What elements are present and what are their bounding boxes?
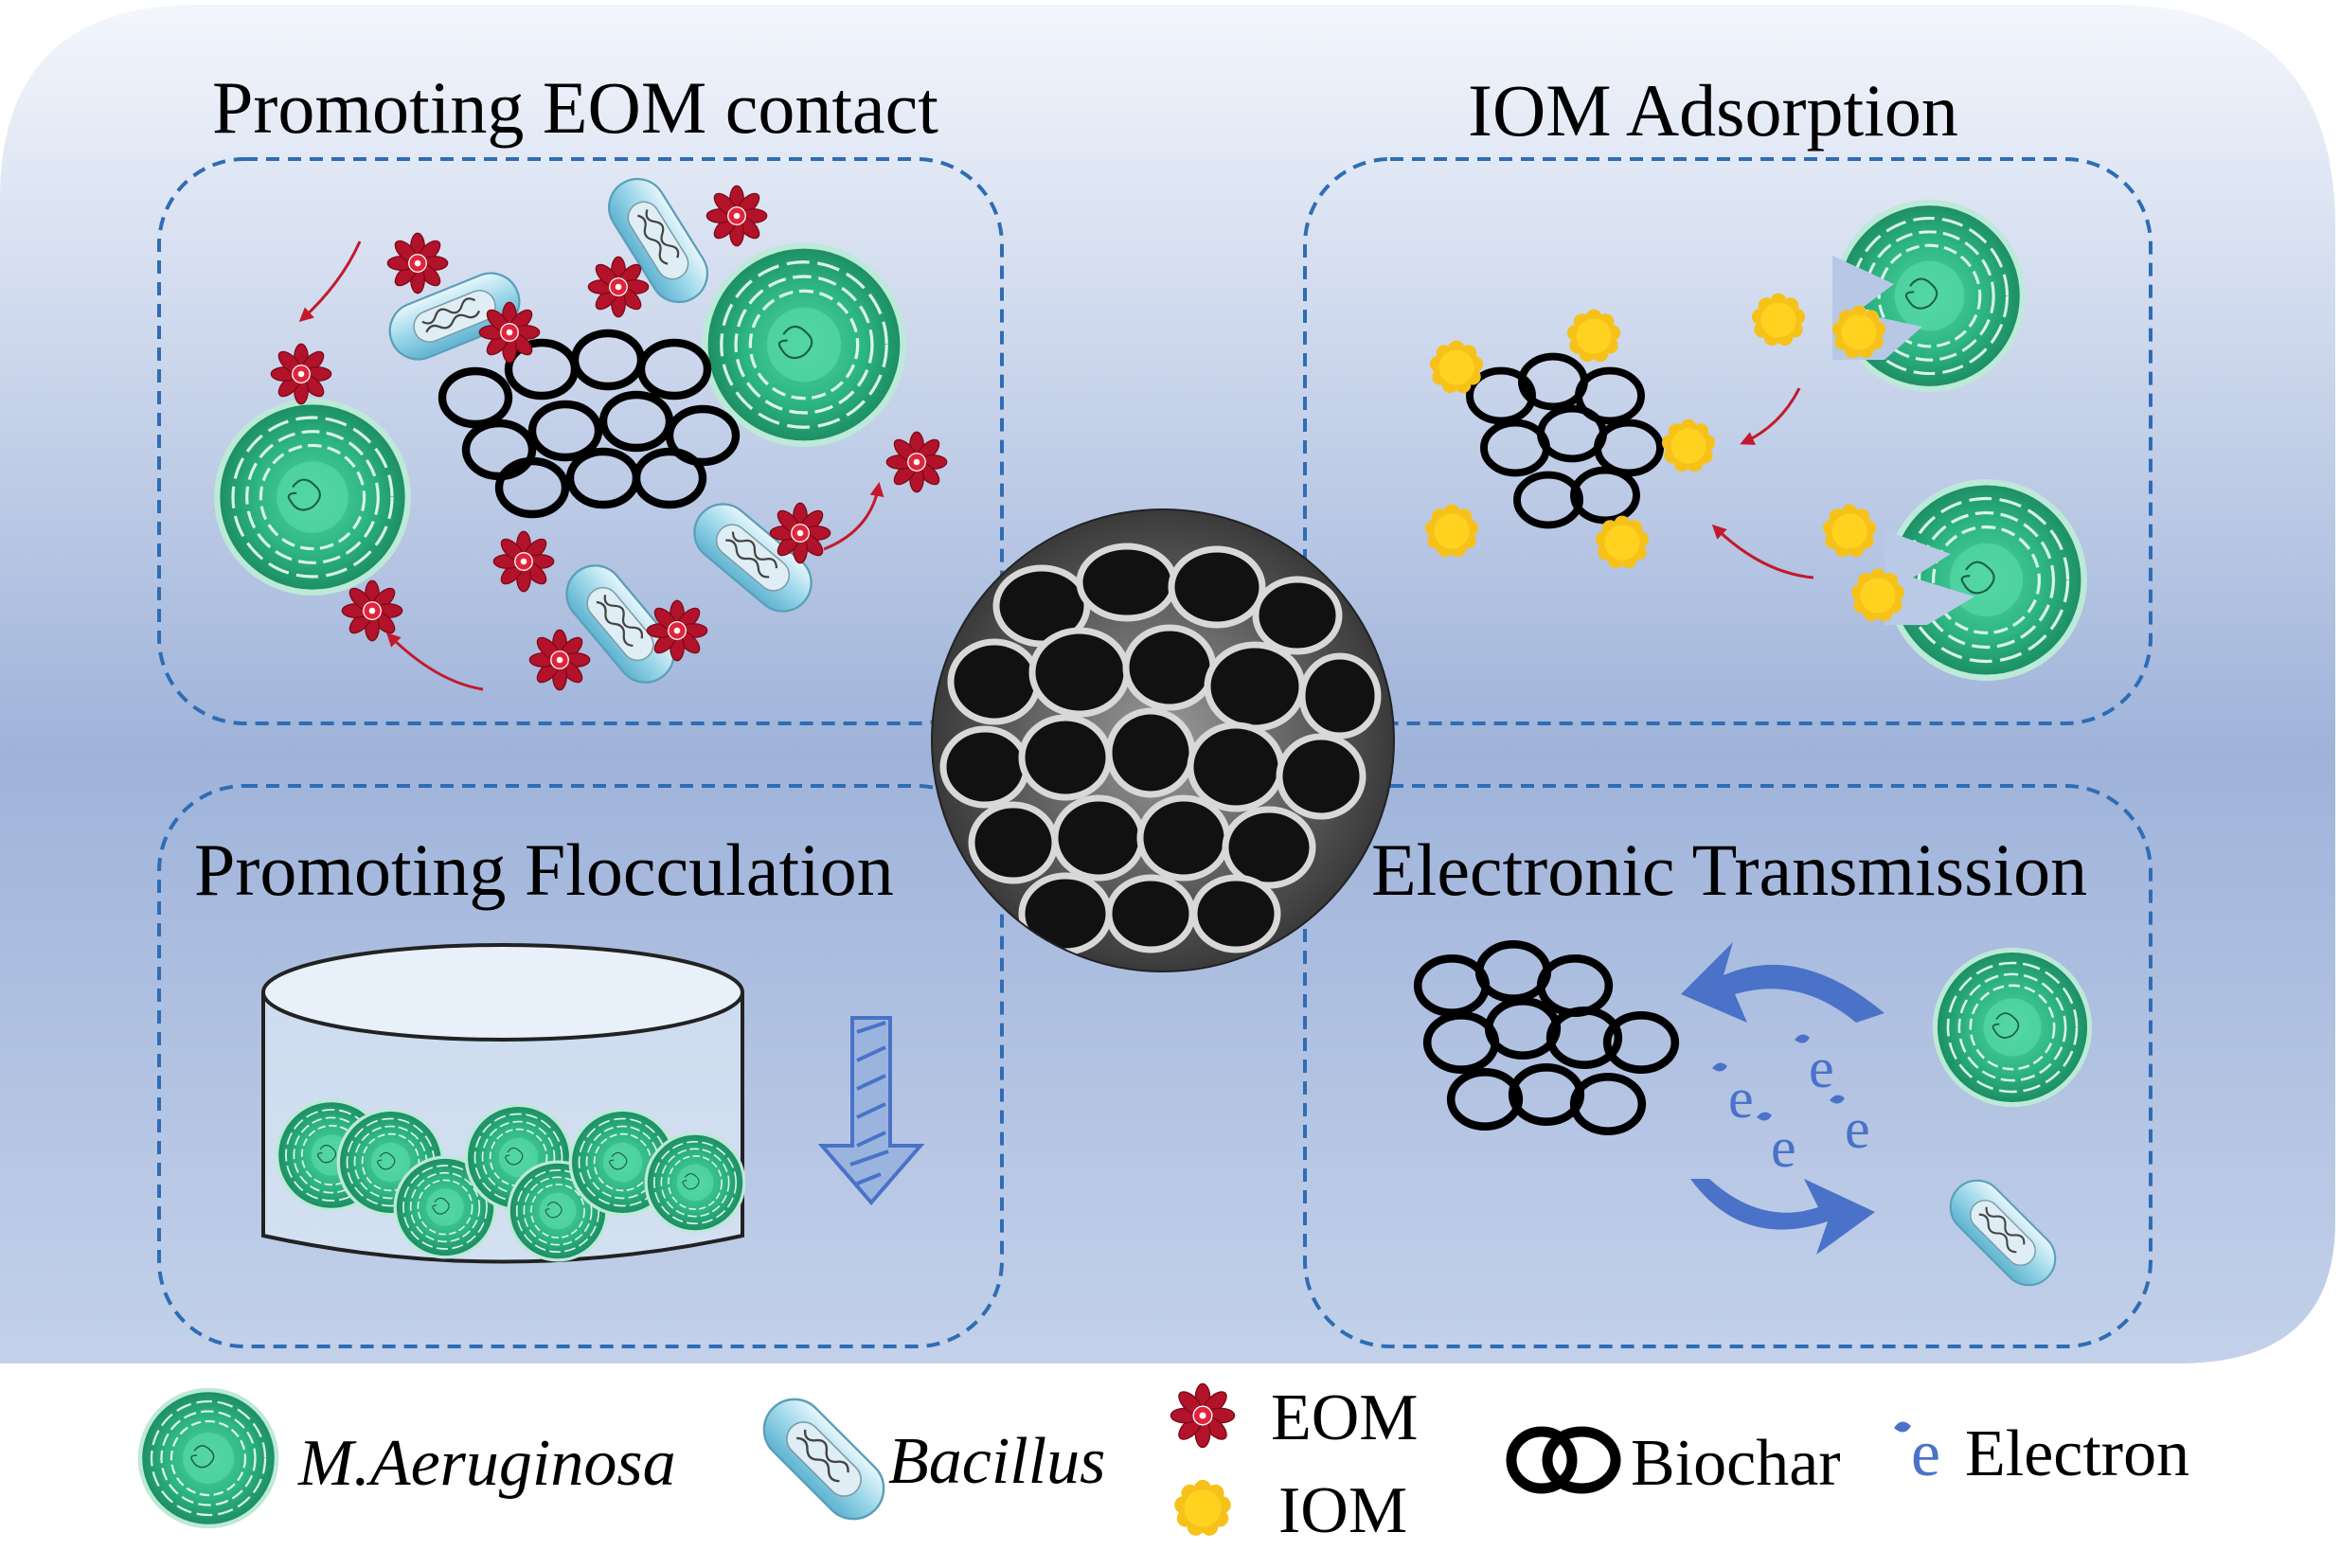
electronic-title: Electronic Transmission bbox=[1371, 829, 2087, 911]
flocculation-illustration bbox=[261, 943, 925, 1264]
legend-label-biochar: Biochar bbox=[1631, 1427, 1841, 1500]
iom-flower-icon bbox=[1172, 1479, 1233, 1539]
electron-glyph: e bbox=[1809, 1037, 1834, 1099]
eom-contact-panel-frame bbox=[157, 157, 1004, 725]
iom-adsorption-illustration bbox=[1423, 203, 2084, 678]
eom-contact-title: Promoting EOM contact bbox=[212, 66, 938, 149]
legend-label-iom: IOM bbox=[1278, 1474, 1407, 1547]
biochar-rings-icon bbox=[1506, 1426, 1621, 1494]
eom-release-arrows bbox=[298, 241, 884, 691]
eom-flower-icon bbox=[1170, 1382, 1236, 1449]
iom-release-arrows bbox=[1711, 387, 1814, 579]
sem-border bbox=[931, 508, 1395, 972]
legend-label-electron: Electron bbox=[1965, 1417, 2189, 1490]
electron-glyph: e bbox=[1771, 1116, 1796, 1179]
porous-biochar-sem-icon bbox=[932, 509, 1394, 971]
iom-adsorption-panel-frame bbox=[1303, 157, 2152, 725]
m-aeruginosa-cell-icon bbox=[217, 401, 408, 593]
flocculation-title: Promoting Flocculation bbox=[194, 829, 894, 911]
electronic-illustration: e e e e bbox=[1418, 942, 2089, 1297]
curved-arrow-left-icon bbox=[1681, 942, 1885, 1023]
legend-label-bacillus: Bacillus bbox=[888, 1425, 1105, 1498]
electron-glyph: e bbox=[1728, 1067, 1754, 1130]
bacillus-icon bbox=[750, 1385, 898, 1533]
flocculation-panel-frame bbox=[157, 784, 1004, 1348]
curved-arrow-right-icon bbox=[1690, 1179, 1875, 1255]
sedimentation-arrow-icon bbox=[817, 1016, 925, 1206]
legend-label-m-aeruginosa: M.Aeruginosa bbox=[297, 1427, 676, 1500]
legend-electron-glyph: e bbox=[1911, 1417, 1940, 1490]
electronic-panel-frame bbox=[1303, 784, 2152, 1348]
eom-contact-illustration bbox=[217, 167, 948, 695]
electron-icon: e e e e bbox=[1712, 1034, 1870, 1179]
m-aeruginosa-cell-icon bbox=[644, 1131, 746, 1234]
legend: M.Aeruginosa Bacillus EOM IOM Biochar e … bbox=[140, 1381, 2189, 1547]
m-aeruginosa-cell-icon bbox=[705, 245, 902, 443]
electron-glyph: e bbox=[1845, 1097, 1870, 1160]
iom-adsorption-title: IOM Adsorption bbox=[1468, 69, 1958, 151]
legend-label-eom: EOM bbox=[1271, 1381, 1419, 1454]
m-aeruginosa-cell-icon bbox=[1935, 950, 2089, 1104]
m-aeruginosa-cell-icon bbox=[140, 1390, 277, 1526]
electron-icon: e bbox=[1894, 1417, 1940, 1490]
